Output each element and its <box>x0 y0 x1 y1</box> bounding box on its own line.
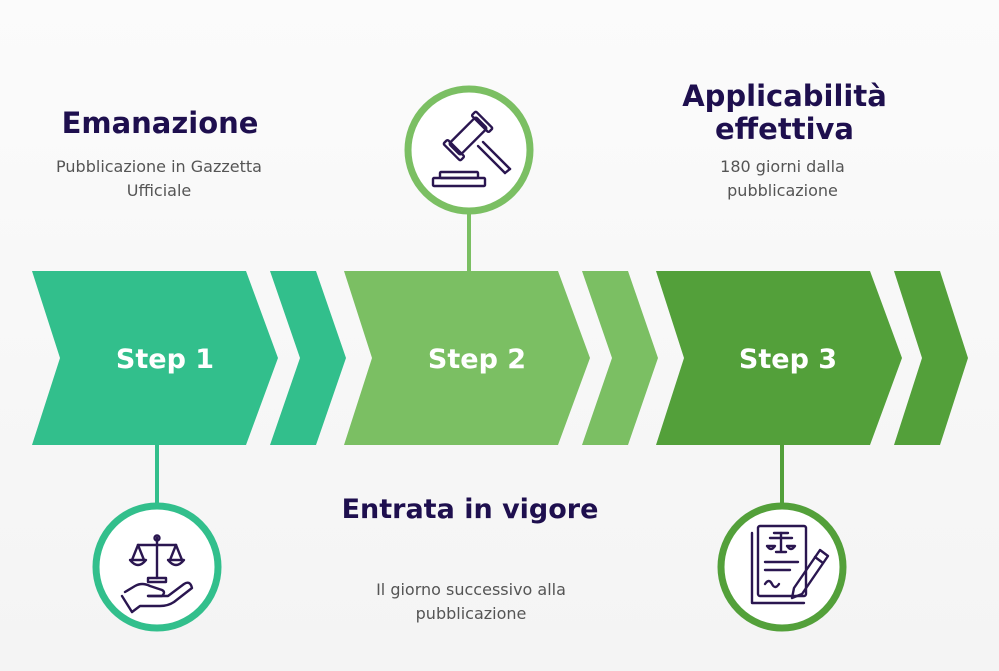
step-3-chevron: Step 3 <box>656 271 968 445</box>
step-2-small-arrow <box>582 271 658 445</box>
step-2-label: Step 2 <box>428 344 526 375</box>
step-1-chevron: Step 1 <box>32 271 346 445</box>
gavel-icon <box>431 110 512 188</box>
step-1-title: Emanazione <box>61 106 259 140</box>
step-2-chevron: Step 2 <box>344 271 658 445</box>
step-2-description: Il giorno successivo alla pubblicazione <box>376 580 566 623</box>
scales-in-hand-icon <box>120 534 194 614</box>
step-2-icon-circle <box>404 85 534 215</box>
step-1-icon-circle <box>92 502 222 632</box>
step-3-title: Applicabilità effettiva <box>682 79 887 147</box>
step-3-description: 180 giorni dalla pubblicazione <box>720 157 845 200</box>
step-2-title: Entrata in vigore <box>341 494 599 525</box>
step-2-arrow <box>344 271 590 445</box>
step-1-description: Pubblicazione in Gazzetta Ufficiale <box>56 157 262 200</box>
step-1-label: Step 1 <box>116 344 214 375</box>
legal-document-pen-icon <box>750 524 830 605</box>
step-3-small-arrow <box>894 271 968 445</box>
step-3-label: Step 3 <box>739 344 837 375</box>
step-3-icon-circle <box>717 502 847 632</box>
step-3-arrow <box>656 271 902 445</box>
step-1-arrow <box>32 271 278 445</box>
step-1-small-arrow <box>270 271 346 445</box>
